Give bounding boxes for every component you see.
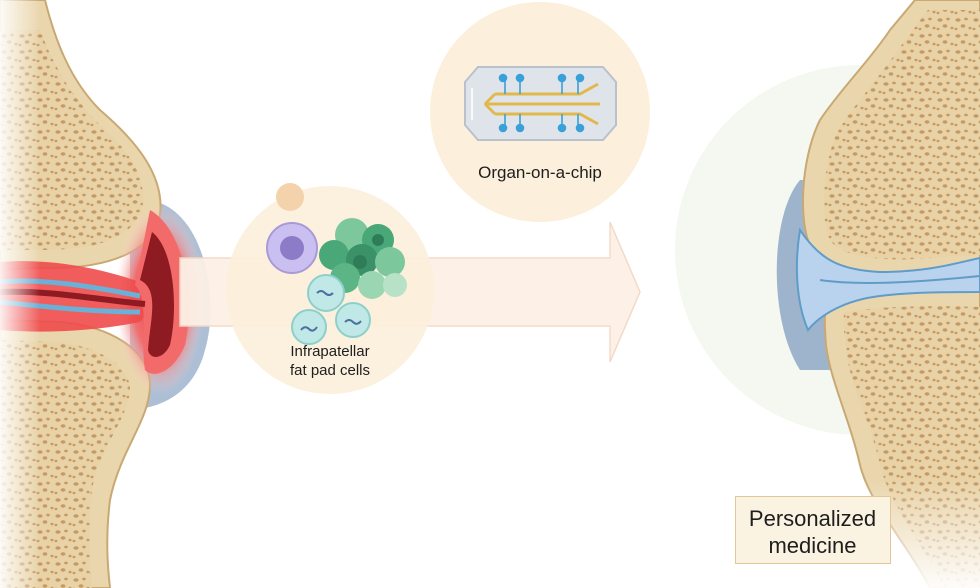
healthy-joint <box>675 0 980 588</box>
personalized-label-line1: Personalized <box>748 506 877 531</box>
cells-label-line2: fat pad cells <box>289 362 371 379</box>
cartilage-right <box>795 227 980 332</box>
fat-cell <box>276 183 304 211</box>
teal-cell-3 <box>335 302 371 338</box>
cells-group <box>226 183 434 394</box>
teal-cell-2 <box>291 309 327 345</box>
stem-cell-cluster <box>319 218 407 299</box>
hemorrhage <box>140 232 175 357</box>
teal-cell-1 <box>307 274 345 312</box>
chip-label: Organ-on-a-chip <box>478 163 602 182</box>
inflamed-joint <box>0 0 211 588</box>
immune-cell <box>266 222 318 274</box>
joint-line-right <box>819 275 980 284</box>
upper-bone-marrow-right <box>823 10 980 260</box>
cells-label-line1: Infrapatellar <box>290 343 370 360</box>
personalized-medicine-box: Personalized medicine <box>735 496 891 564</box>
personalized-label-line2: medicine <box>768 533 857 558</box>
chip-group <box>430 2 650 222</box>
fade-edge-left <box>0 0 40 588</box>
microfluidic-chip-icon <box>464 66 617 141</box>
